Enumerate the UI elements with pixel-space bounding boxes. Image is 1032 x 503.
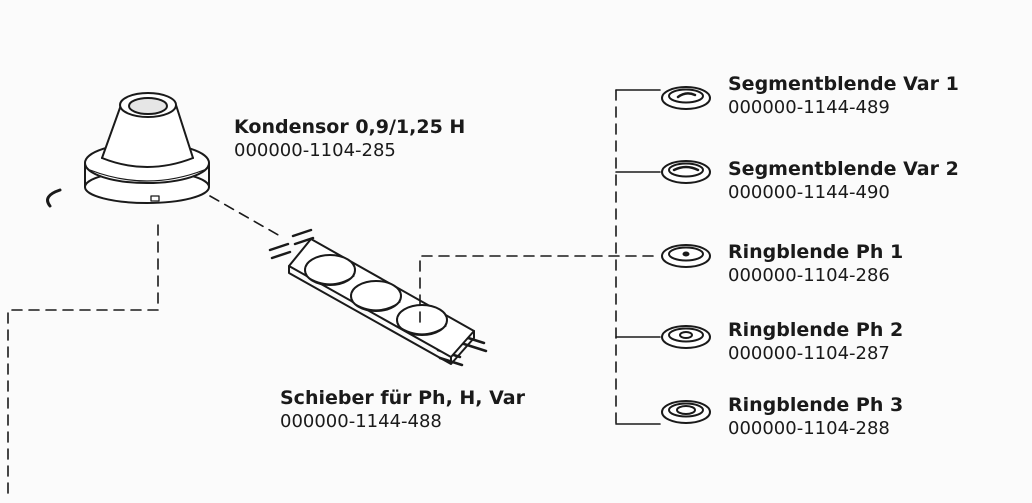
segment-stop-var2-icon [661, 160, 711, 184]
slider-part-number: 000000-1144-488 [280, 410, 442, 432]
stop-name: Segmentblende Var 1 [728, 73, 959, 95]
stop-label-ph1: Ringblende Ph 1 000000-1104-286 [728, 241, 904, 287]
stop-name: Ringblende Ph 1 [728, 241, 904, 263]
slider-name: Schieber für Ph, H, Var [280, 387, 525, 409]
ring-stop-ph3-icon [661, 400, 711, 424]
stop-label-ph2: Ringblende Ph 2 000000-1104-287 [728, 319, 904, 365]
slider-illustration [268, 228, 488, 367]
stop-label-ph3: Ringblende Ph 3 000000-1104-288 [728, 394, 904, 440]
stop-label-var2: Segmentblende Var 2 000000-1144-490 [728, 158, 959, 204]
stop-name: Segmentblende Var 2 [728, 158, 959, 180]
stop-part-number: 000000-1104-288 [728, 417, 890, 439]
stop-name: Ringblende Ph 2 [728, 319, 904, 341]
segment-stop-var1-icon [661, 86, 711, 110]
condenser-label: Kondensor 0,9/1,25 H 000000-1104-285 [234, 116, 466, 162]
condenser-illustration [46, 92, 210, 208]
stop-part-number: 000000-1144-490 [728, 181, 890, 203]
condenser-part-number: 000000-1104-285 [234, 139, 396, 161]
slider-label: Schieber für Ph, H, Var 000000-1144-488 [280, 387, 525, 433]
condenser-name: Kondensor 0,9/1,25 H [234, 116, 466, 138]
connector-lines [7, 89, 661, 500]
ring-stop-ph2-icon [661, 325, 711, 349]
stop-part-number: 000000-1104-287 [728, 342, 890, 364]
stop-part-number: 000000-1104-286 [728, 264, 890, 286]
ring-stop-ph1-icon [661, 244, 711, 268]
stop-label-var1: Segmentblende Var 1 000000-1144-489 [728, 73, 959, 119]
stop-part-number: 000000-1144-489 [728, 96, 890, 118]
stop-name: Ringblende Ph 3 [728, 394, 904, 416]
